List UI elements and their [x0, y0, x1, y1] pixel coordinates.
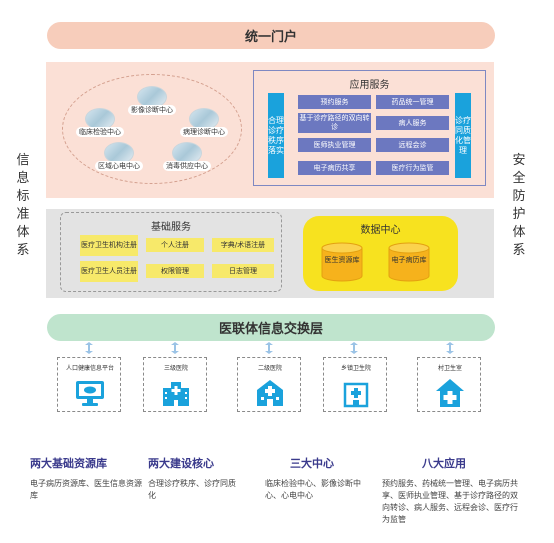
summary-title-three-centers: 三大中心	[290, 457, 334, 470]
doctor-resource-db-label: 医生资源库	[324, 256, 360, 264]
summary-text-resource-libraries: 电子病历资源库、医生信息资源库	[30, 479, 142, 500]
app-item-patient-service[interactable]: 病人服务	[376, 116, 449, 130]
base-services-box	[60, 212, 282, 292]
emr-db-icon	[388, 242, 430, 282]
org-label: 二级医院	[257, 365, 282, 372]
app-item-emr-sharing[interactable]: 电子病历共享	[298, 161, 371, 175]
summary-text-construction-core: 合理诊疗秩序、诊疗同质化	[148, 479, 236, 500]
summary-text-eight-applications: 预约服务、药械统一管理、电子病历共享、医师执业管理、基于诊疗路径的双向转诊、病人…	[382, 479, 518, 524]
village-clinic-icon	[436, 379, 464, 407]
center-label: 影像诊断中心	[128, 105, 176, 115]
center-label: 区域心电中心	[95, 161, 143, 171]
security-protection-system-label: 安全防护体系	[512, 153, 526, 258]
summary-text-three-centers: 临床检验中心、影像诊断中心、心电中心	[265, 479, 361, 500]
org-label: 村卫生室	[437, 365, 462, 372]
doctor-resource-db-icon	[321, 242, 363, 282]
center-item-pathology: 病理诊断中心	[180, 108, 228, 137]
org-label: 三级医院	[163, 365, 188, 372]
emr-db-label: 电子病历库	[391, 256, 427, 264]
org-card-township-health-center: 乡镇卫生院	[323, 357, 387, 412]
double-arrow-icon	[85, 342, 93, 354]
app-item-physician-practice[interactable]: 医师执业管理	[298, 138, 371, 152]
info-standard-system-label: 信息标准体系	[16, 153, 30, 258]
base-item-institution-registration[interactable]: 医疗卫生机构注册	[80, 235, 138, 256]
base-item-permission-management[interactable]: 权限管理	[146, 264, 204, 278]
org-card-village-clinic: 村卫生室	[417, 357, 481, 412]
base-item-dictionary-registration[interactable]: 字典/术语注册	[212, 238, 274, 252]
double-arrow-icon	[446, 342, 454, 354]
center-item-sterilization: 消毒供应中心	[163, 142, 211, 171]
app-item-medical-supervision[interactable]: 医疗行为监管	[376, 161, 449, 175]
application-services-title: 应用服务	[349, 80, 390, 91]
base-item-log-management[interactable]: 日志管理	[212, 264, 274, 278]
summary-title-construction-core: 两大建设核心	[148, 457, 214, 470]
org-card-secondary-hospital: 二级医院	[237, 357, 301, 412]
org-label: 人口健康信息平台	[65, 365, 114, 372]
base-item-staff-registration[interactable]: 医疗卫生人员注册	[80, 261, 138, 282]
app-item-drug-management[interactable]: 药品统一管理	[376, 95, 449, 109]
base-services-title: 基础服务	[151, 222, 191, 233]
summary-title-eight-applications: 八大应用	[422, 457, 466, 470]
unified-portal-bar: 统一门户	[47, 22, 495, 49]
org-label: 乡镇卫生院	[340, 365, 371, 372]
center-item-imaging: 影像诊断中心	[128, 86, 176, 115]
clinic-building-icon	[257, 380, 283, 406]
center-label: 病理诊断中心	[180, 127, 228, 137]
app-item-appointment[interactable]: 预约服务	[298, 95, 371, 109]
summary-title-resource-libraries: 两大基础资源库	[30, 457, 107, 470]
data-center-title: 数据中心	[360, 225, 401, 236]
reasonable-treatment-order-column: 合理诊疗秩序落实	[268, 93, 284, 178]
app-item-remote-consultation[interactable]: 远程会诊	[376, 138, 449, 152]
double-arrow-icon	[350, 342, 358, 354]
exchange-title: 医联体信息交换层	[218, 322, 323, 337]
treatment-homogenization-column: 诊疗同质化管理	[455, 93, 471, 178]
center-label: 消毒供应中心	[163, 161, 211, 171]
health-center-icon	[343, 382, 369, 408]
app-item-two-way-referral[interactable]: 基于诊疗路径的双向转诊	[298, 113, 371, 133]
center-label: 临床检验中心	[76, 127, 124, 137]
portal-title: 统一门户	[244, 30, 297, 45]
center-item-lab: 临床检验中心	[76, 108, 124, 137]
hospital-building-icon	[163, 382, 189, 406]
double-arrow-icon	[171, 342, 179, 354]
computer-icon	[76, 381, 104, 406]
centers-oval	[62, 74, 242, 184]
org-card-tertiary-hospital: 三级医院	[143, 357, 207, 412]
double-arrow-icon	[265, 342, 273, 354]
center-item-ecg: 区域心电中心	[95, 142, 143, 171]
org-card-population-health-platform: 人口健康信息平台	[57, 357, 121, 412]
exchange-layer-bar: 医联体信息交换层	[47, 314, 495, 341]
base-item-personal-registration[interactable]: 个人注册	[146, 238, 204, 252]
